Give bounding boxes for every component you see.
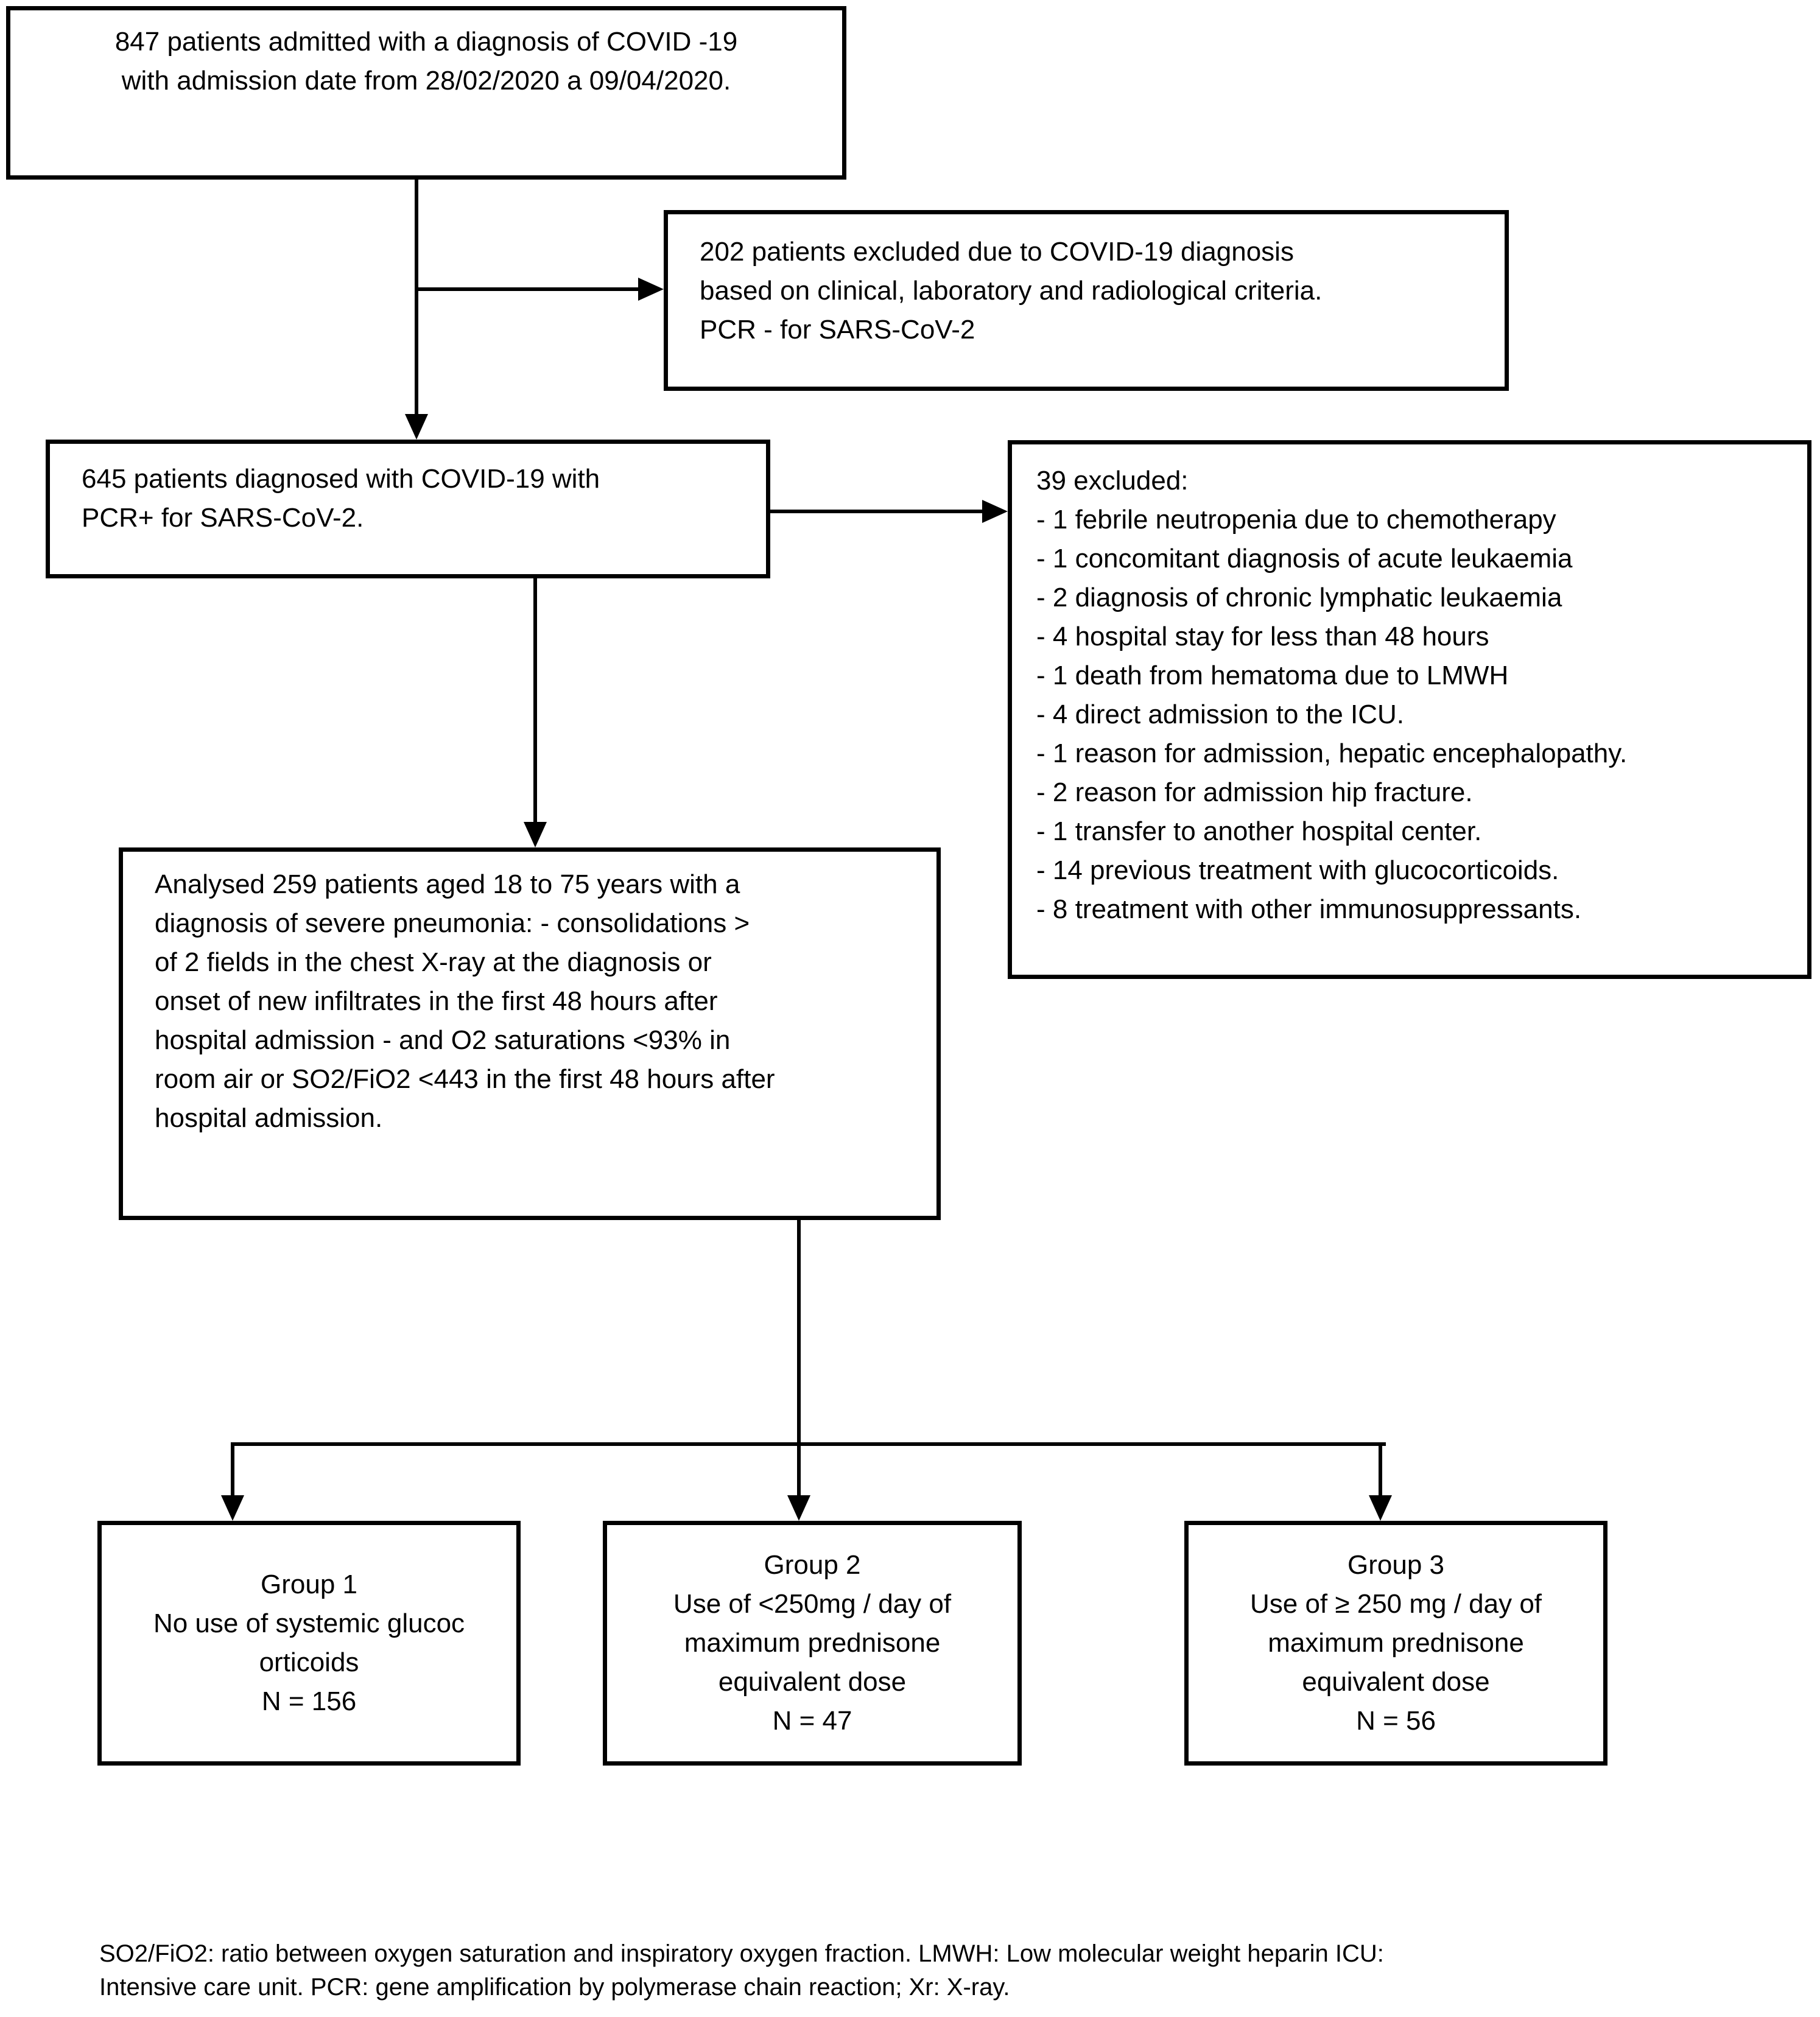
arrowhead-into-excluded39-box	[982, 500, 1008, 523]
connector-pcr-to-analysed	[533, 578, 537, 826]
box-group-3: Group 3 Use of ≥ 250 mg / day of maximum…	[1184, 1521, 1607, 1766]
box-group-2-text: Group 2 Use of <250mg / day of maximum p…	[673, 1550, 952, 1736]
connector-rail-to-group1	[231, 1444, 234, 1498]
box-admitted-847: 847 patients admitted with a diagnosis o…	[6, 6, 846, 180]
connector-admitted-to-pcr	[415, 180, 418, 418]
connector-distribution-rail	[231, 1442, 1386, 1446]
box-analysed-259-text: Analysed 259 patients aged 18 to 75 year…	[155, 869, 775, 1133]
connector-analysed-to-rail	[797, 1220, 801, 1446]
arrowhead-into-analysed-box	[524, 822, 547, 847]
box-group-3-text: Group 3 Use of ≥ 250 mg / day of maximum…	[1249, 1550, 1542, 1736]
arrowhead-into-pcr-box	[405, 414, 428, 440]
box-excluded-39: 39 excluded: - 1 febrile neutropenia due…	[1008, 440, 1811, 979]
box-group-1: Group 1 No use of systemic glucoc ortico…	[97, 1521, 521, 1766]
box-pcr-positive-645: 645 patients diagnosed with COVID-19 wit…	[46, 440, 770, 578]
arrowhead-into-group1-box	[221, 1495, 244, 1521]
box-excluded-202: 202 patients excluded due to COVID-19 di…	[664, 210, 1509, 391]
arrowhead-into-group2-box	[787, 1495, 810, 1521]
connector-rail-to-group2	[797, 1444, 801, 1498]
footnote-abbreviations: SO2/FiO2: ratio between oxygen saturatio…	[99, 1940, 1384, 2001]
arrowhead-into-group3-box	[1369, 1495, 1392, 1521]
connector-rail-to-group3	[1379, 1444, 1382, 1498]
box-admitted-847-text: 847 patients admitted with a diagnosis o…	[114, 27, 738, 96]
connector-branch-to-excluded202	[415, 287, 642, 291]
connector-pcr-to-excluded39	[770, 510, 985, 513]
box-pcr-positive-645-text: 645 patients diagnosed with COVID-19 wit…	[82, 464, 600, 533]
box-analysed-259: Analysed 259 patients aged 18 to 75 year…	[119, 847, 941, 1220]
box-group-1-text: Group 1 No use of systemic glucoc ortico…	[153, 1570, 465, 1716]
box-group-2: Group 2 Use of <250mg / day of maximum p…	[603, 1521, 1022, 1766]
box-excluded-39-text: 39 excluded: - 1 febrile neutropenia due…	[1036, 466, 1628, 924]
arrowhead-into-excluded202-box	[638, 278, 664, 301]
box-excluded-202-text: 202 patients excluded due to COVID-19 di…	[700, 237, 1323, 345]
